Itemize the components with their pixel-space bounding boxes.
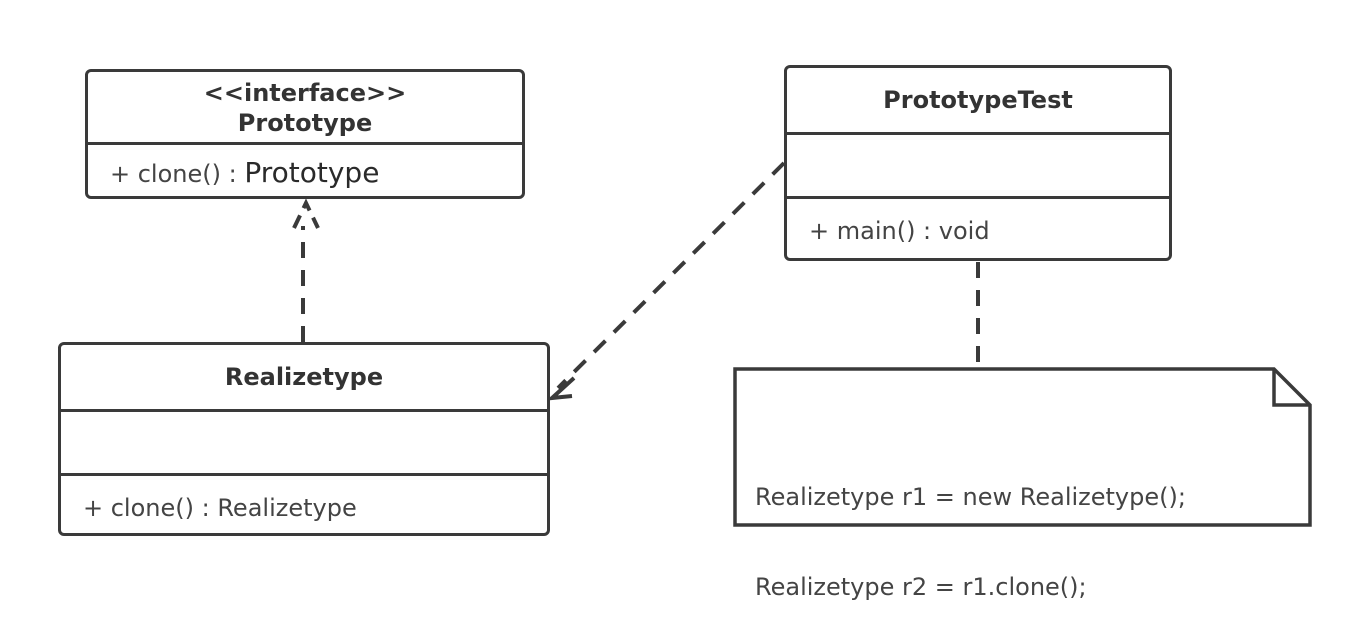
prototype-test-header: PrototypeTest — [787, 68, 1169, 132]
prototype-method-signature: + clone() : — [110, 160, 245, 188]
dependency-arrowhead-icon — [546, 376, 576, 401]
prototype-method-return: Prototype — [244, 156, 380, 189]
realizetype-class[interactable]: Realizetype + clone() : Realizetype — [58, 342, 550, 536]
realizetype-attributes — [61, 409, 547, 473]
note-line-2: Realizetype r2 = r1.clone(); — [755, 573, 1087, 601]
prototype-methods: + clone() : Prototype — [88, 142, 522, 196]
realization-arrowhead-icon — [292, 198, 320, 229]
note-text: Realizetype r1 = new Realizetype(); Real… — [755, 422, 1186, 632]
prototype-interface-class[interactable]: <<interface>> Prototype + clone() : Prot… — [85, 69, 525, 199]
realizetype-methods: + clone() : Realizetype — [61, 473, 547, 533]
prototype-test-method: + main() : void — [809, 217, 990, 245]
prototype-class-name: Prototype — [237, 109, 373, 137]
prototype-test-methods: + main() : void — [787, 196, 1169, 258]
note-fold-corner-icon — [1272, 369, 1310, 407]
note-line-1: Realizetype r1 = new Realizetype(); — [755, 483, 1186, 511]
prototype-test-attributes — [787, 132, 1169, 196]
realizetype-header: Realizetype — [61, 345, 547, 409]
prototype-header: <<interface>> Prototype — [88, 72, 522, 142]
realizetype-method: + clone() : Realizetype — [83, 494, 357, 522]
prototype-test-class-name: PrototypeTest — [883, 86, 1073, 114]
prototype-test-class[interactable]: PrototypeTest + main() : void — [784, 65, 1172, 261]
dependency-line — [556, 161, 786, 390]
prototype-stereotype: <<interface>> — [203, 79, 407, 107]
realizetype-class-name: Realizetype — [224, 363, 384, 391]
